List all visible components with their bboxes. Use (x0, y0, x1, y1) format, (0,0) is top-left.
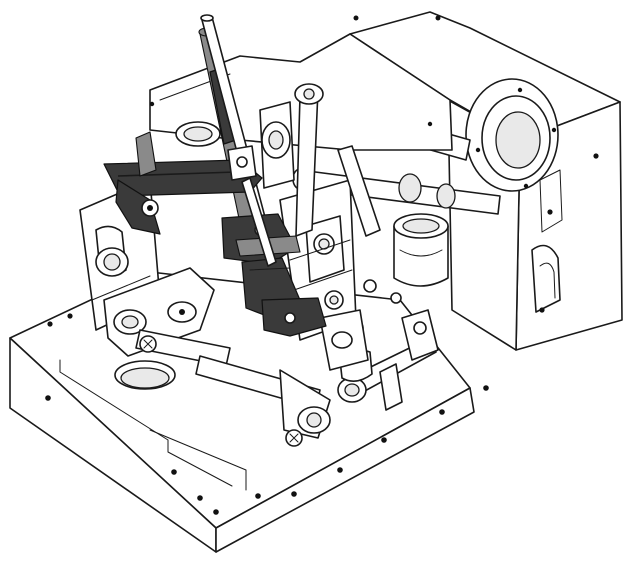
feed-mechanism (103, 267, 231, 367)
lower-link (195, 355, 331, 447)
base-holes (45, 313, 489, 515)
looper-assembly (221, 213, 327, 337)
connecting-rod (294, 83, 381, 237)
small-links (227, 101, 402, 304)
handwheel-flange (465, 78, 559, 192)
feed-arm (103, 131, 263, 235)
cylinder-housing (393, 213, 449, 287)
